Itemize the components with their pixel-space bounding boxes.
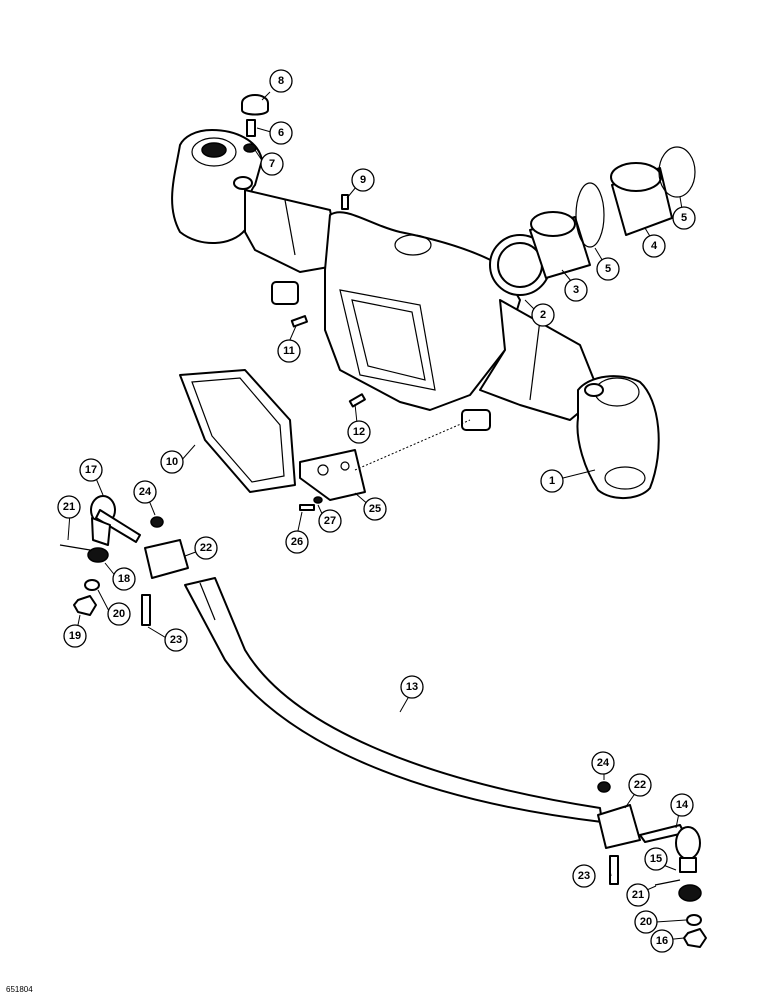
callout-24: 24 — [133, 480, 157, 504]
fittings — [241, 94, 349, 210]
bracket-and-bolts — [290, 315, 471, 511]
callout-26: 26 — [285, 530, 309, 554]
callout-10: 10 — [160, 450, 184, 474]
svg-text:23: 23 — [170, 634, 182, 646]
svg-text:11: 11 — [283, 345, 295, 357]
svg-text:23: 23 — [578, 870, 590, 882]
callout-23: 23 — [572, 864, 596, 888]
callout-23: 23 — [164, 628, 188, 652]
svg-text:25: 25 — [369, 503, 381, 515]
callout-5: 5 — [672, 206, 696, 230]
callout-18: 18 — [112, 567, 136, 591]
callout-24: 24 — [591, 751, 615, 775]
callout-7: 7 — [260, 152, 284, 176]
svg-text:9: 9 — [360, 174, 366, 186]
svg-text:10: 10 — [166, 456, 178, 468]
svg-text:18: 18 — [118, 573, 130, 585]
svg-text:26: 26 — [291, 536, 303, 548]
svg-text:20: 20 — [640, 916, 652, 928]
svg-text:5: 5 — [605, 263, 611, 275]
callout-6: 6 — [269, 121, 293, 145]
svg-text:21: 21 — [63, 501, 75, 513]
svg-text:8: 8 — [278, 75, 284, 87]
svg-text:24: 24 — [597, 757, 610, 769]
svg-text:22: 22 — [200, 542, 212, 554]
svg-text:13: 13 — [406, 681, 418, 693]
callout-19: 19 — [63, 624, 87, 648]
callout-3: 3 — [564, 278, 588, 302]
svg-text:27: 27 — [324, 515, 336, 527]
callout-27: 27 — [318, 509, 342, 533]
callout-20: 20 — [634, 910, 658, 934]
callout-22: 22 — [194, 536, 218, 560]
callout-12: 12 — [347, 420, 371, 444]
callout-21: 21 — [626, 883, 650, 907]
svg-text:17: 17 — [85, 464, 97, 476]
callout-8: 8 — [269, 69, 293, 93]
axle-housing — [171, 129, 660, 499]
callout-15: 15 — [644, 847, 668, 871]
svg-text:14: 14 — [676, 799, 689, 811]
svg-text:15: 15 — [650, 853, 662, 865]
callout-25: 25 — [363, 497, 387, 521]
seal-and-bushing-stack — [489, 146, 696, 296]
svg-text:6: 6 — [278, 127, 284, 139]
svg-text:1: 1 — [549, 475, 555, 487]
callout-5: 5 — [596, 257, 620, 281]
svg-text:4: 4 — [651, 240, 658, 252]
callout-20: 20 — [107, 602, 131, 626]
callout-13: 13 — [400, 675, 424, 699]
callout-4: 4 — [642, 234, 666, 258]
callout-21: 21 — [57, 495, 81, 519]
left-tie-rod-end — [59, 495, 189, 626]
callout-16: 16 — [650, 929, 674, 953]
svg-text:2: 2 — [540, 309, 546, 321]
callout-17: 17 — [79, 458, 103, 482]
svg-text:19: 19 — [69, 630, 81, 642]
svg-text:3: 3 — [573, 284, 579, 296]
svg-text:7: 7 — [269, 158, 275, 170]
callout-1: 1 — [540, 469, 564, 493]
callout-2: 2 — [531, 303, 555, 327]
svg-text:24: 24 — [139, 486, 152, 498]
right-tie-rod-end — [597, 781, 707, 948]
tie-rod — [184, 577, 603, 823]
callout-9: 9 — [351, 168, 375, 192]
svg-text:20: 20 — [113, 608, 125, 620]
cover-gasket — [179, 369, 296, 493]
callout-22: 22 — [628, 773, 652, 797]
callout-11: 11 — [277, 339, 301, 363]
svg-text:21: 21 — [632, 889, 644, 901]
svg-text:22: 22 — [634, 779, 646, 791]
callout-14: 14 — [670, 793, 694, 817]
svg-text:5: 5 — [681, 212, 687, 224]
figure-code: 651804 — [6, 985, 33, 994]
svg-text:12: 12 — [353, 426, 365, 438]
svg-text:16: 16 — [656, 935, 668, 947]
